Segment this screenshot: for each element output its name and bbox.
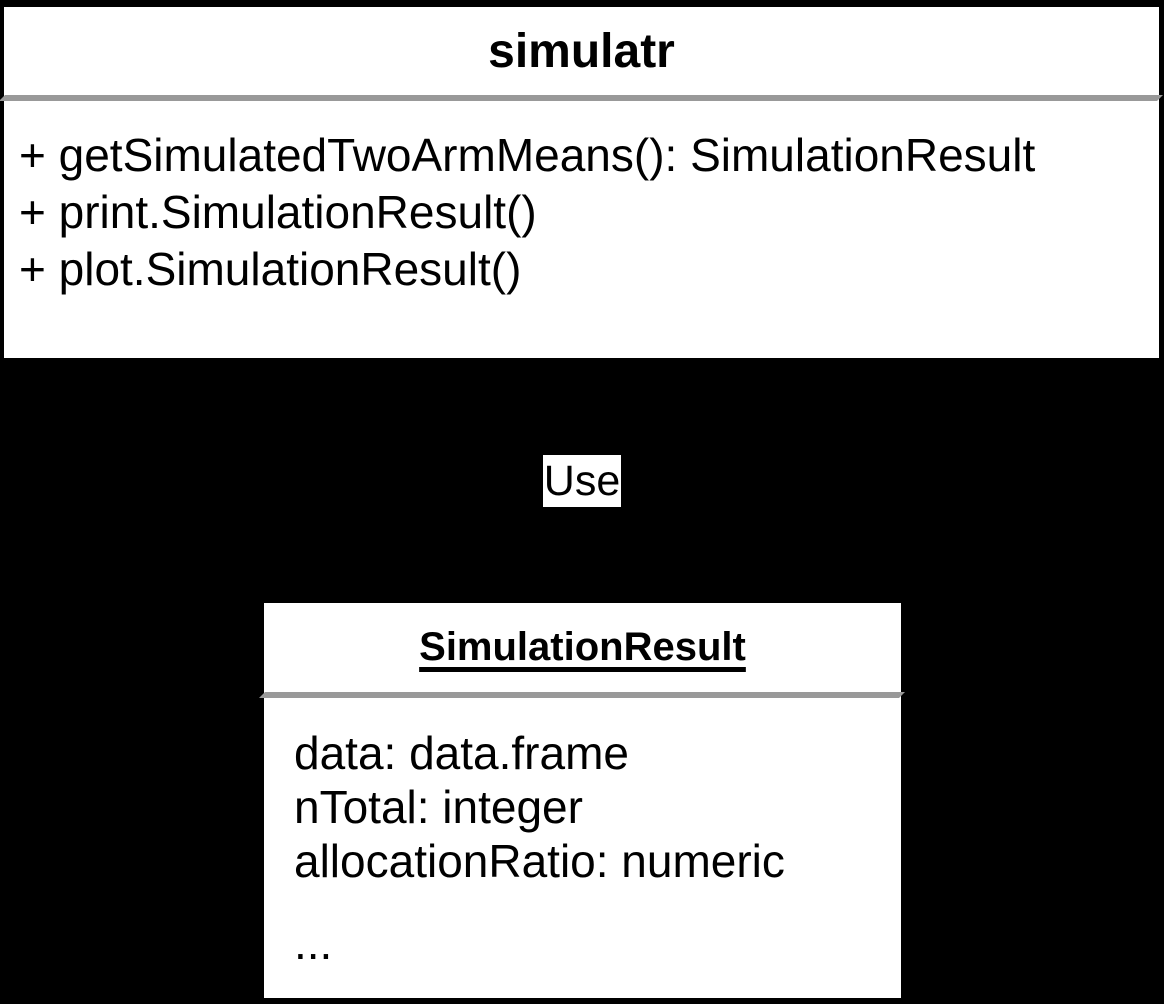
attribute-item: allocationRatio: numeric: [294, 835, 785, 887]
attribute-item: data: data.frame: [294, 727, 629, 779]
method-item: + plot.SimulationResult(): [19, 243, 522, 295]
method-item: + getSimulatedTwoArmMeans(): SimulationR…: [19, 129, 1036, 181]
class-separator: [259, 692, 905, 698]
method-item: + print.SimulationResult(): [19, 186, 537, 238]
class-box-simulatr: simulatr + getSimulatedTwoArmMeans(): Si…: [4, 7, 1159, 358]
attribute-list: data: data.frame nTotal: integer allocat…: [264, 698, 901, 970]
method-list: + getSimulatedTwoArmMeans(): SimulationR…: [4, 101, 1159, 298]
class-title-simulatr: simulatr: [488, 24, 675, 78]
attribute-item: nTotal: integer: [294, 781, 583, 833]
class-box-simulationresult: SimulationResult data: data.frame nTotal…: [264, 603, 901, 998]
class-title-simulationresult: SimulationResult: [419, 625, 746, 669]
class-title-row: SimulationResult: [264, 603, 901, 692]
attribute-item-ellipsis: ...: [294, 917, 333, 969]
dependency-label-use: Use: [543, 455, 621, 507]
class-separator: [0, 95, 1163, 101]
